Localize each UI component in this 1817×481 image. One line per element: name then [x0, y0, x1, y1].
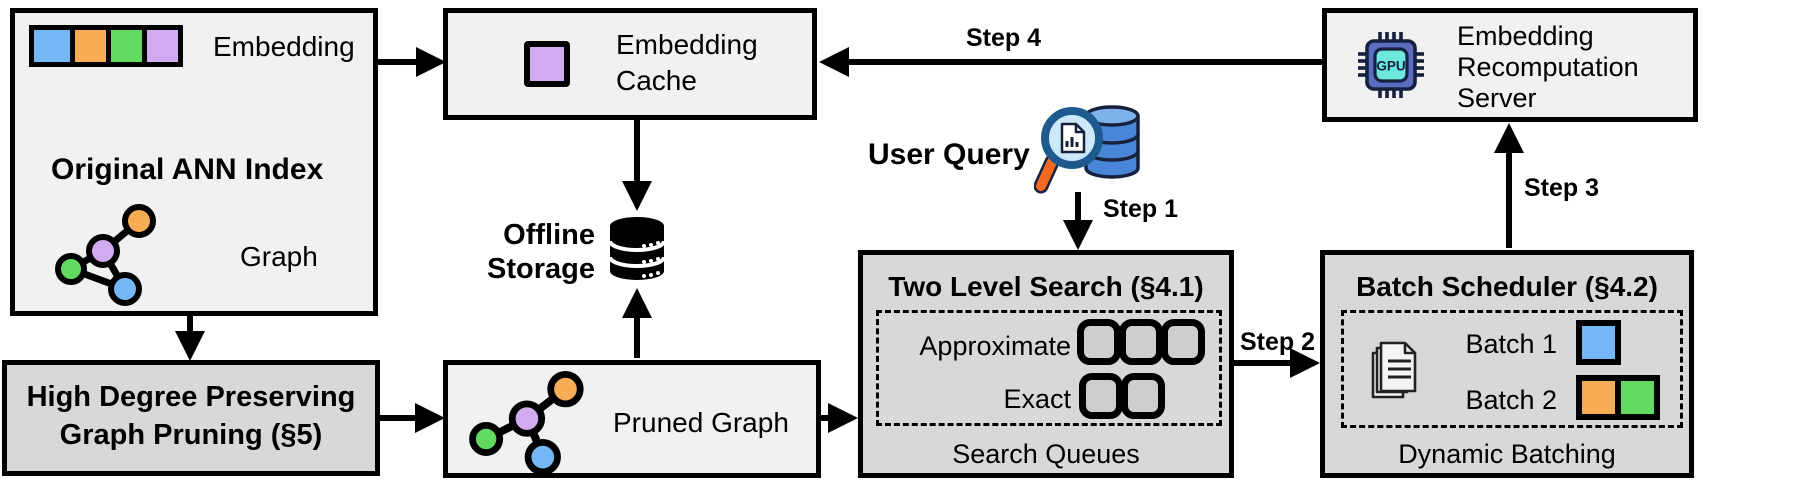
- recomputation-server-box: GPU Embedding Recomputation Server: [1322, 8, 1698, 122]
- queue-slot: [1079, 373, 1123, 419]
- user-query-label: User Query: [868, 138, 1030, 171]
- graph-pruning-title-line2: Graph Pruning (§5): [59, 419, 323, 451]
- graph-pruning-box: High Degree Preserving Graph Pruning (§5…: [2, 360, 380, 476]
- embedding-vector-icon: [29, 25, 183, 67]
- search-queues-dashed-region: [876, 310, 1222, 426]
- exact-label: Exact: [1003, 384, 1071, 414]
- step-1-label: Step 1: [1103, 195, 1179, 223]
- gpu-chip-icon: GPU: [1358, 32, 1424, 98]
- embedding-label: Embedding: [213, 31, 355, 62]
- batch1-square-blue: [1576, 320, 1621, 365]
- queue-slot: [1119, 319, 1163, 365]
- embedding-cache-line1: Embedding: [616, 29, 758, 60]
- embedding-cell-green: [106, 30, 142, 62]
- batch1-label: Batch 1: [1465, 329, 1557, 359]
- batch2-squares: [1576, 375, 1660, 420]
- search-queues-caption: Search Queues: [952, 439, 1140, 469]
- original-ann-index-box: Embedding Original ANN Index Graph: [10, 8, 378, 316]
- original-ann-index-title: Original ANN Index: [51, 153, 324, 186]
- dynamic-batching-dashed-region: [1341, 310, 1683, 428]
- embedding-cell-purple: [142, 30, 178, 62]
- purple-square-icon: [524, 41, 570, 87]
- graph-pruning-title-line1: High Degree Preserving: [26, 381, 356, 413]
- embedding-cell-blue: [34, 30, 70, 62]
- queue-slot: [1077, 319, 1121, 365]
- graph-nodes-icon: [55, 204, 156, 306]
- two-level-search-title: Two Level Search (§4.1): [888, 271, 1204, 302]
- magnifier: [1034, 107, 1103, 194]
- pruned-graph-box: Pruned Graph: [443, 360, 821, 478]
- offline-storage-label: Offline Storage: [440, 218, 595, 286]
- two-level-search-box: Two Level Search (§4.1) Approximate Exac…: [858, 250, 1234, 478]
- pruned-graph-nodes-icon: [469, 371, 584, 473]
- database-cylinder-icon: [608, 217, 666, 280]
- batch2-label: Batch 2: [1465, 385, 1557, 415]
- approximate-queues: [1077, 319, 1205, 365]
- recomputation-server-line3: Server: [1457, 83, 1537, 113]
- embedding-cache-title: Embedding Cache: [616, 27, 758, 99]
- recomputation-server-line2: Recomputation: [1457, 52, 1639, 82]
- step-2-label: Step 2: [1240, 328, 1316, 356]
- step-4-label: Step 4: [966, 24, 1042, 52]
- pruned-graph-label: Pruned Graph: [613, 407, 789, 438]
- dynamic-batching-caption: Dynamic Batching: [1398, 439, 1616, 469]
- offline-storage-line1: Offline: [503, 219, 595, 251]
- recomputation-server-title: Embedding Recomputation Server: [1457, 21, 1639, 114]
- gpu-chip-label: GPU: [1376, 59, 1405, 74]
- magnifier-document-database-icon: [1034, 105, 1140, 194]
- queue-slot: [1161, 319, 1205, 365]
- recomputation-server-line1: Embedding: [1457, 21, 1594, 51]
- batch-scheduler-title: Batch Scheduler (§4.2): [1356, 271, 1658, 302]
- batch-scheduler-box: Batch Scheduler (§4.2) Batch 1 Batch 2 D…: [1320, 250, 1694, 478]
- approximate-label: Approximate: [919, 331, 1071, 361]
- exact-queues: [1079, 373, 1165, 419]
- embedding-cache-line2: Cache: [616, 65, 697, 96]
- batch2-square-green: [1615, 375, 1660, 420]
- offline-storage-line2: Storage: [487, 253, 595, 285]
- step-3-label: Step 3: [1524, 174, 1600, 202]
- embedding-cell-orange: [70, 30, 106, 62]
- document-stack-icon: [1371, 341, 1417, 399]
- graph-label: Graph: [240, 241, 318, 272]
- embedding-cache-box: Embedding Cache: [443, 8, 817, 120]
- queue-slot: [1121, 373, 1165, 419]
